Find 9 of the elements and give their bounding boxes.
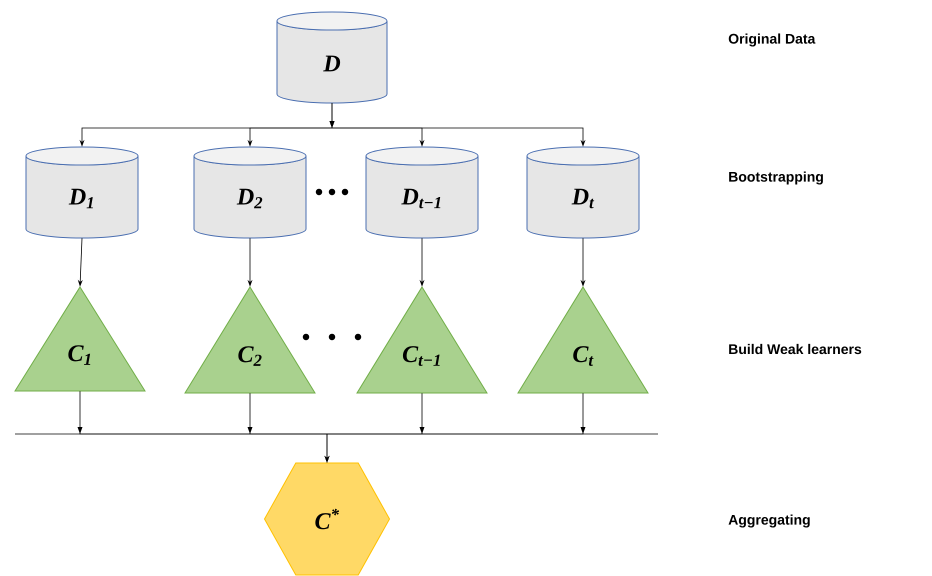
stage-label: Bootstrapping xyxy=(729,171,823,185)
database-cylinder: D$_{t−1}$ xyxy=(366,146,478,238)
stage-label: Aggregating xyxy=(728,514,810,528)
database-cylinder: D$_{1}$ xyxy=(26,146,138,238)
database-cylinder: D$_{2}$ xyxy=(194,146,306,238)
stage-label: Build Weak learners xyxy=(729,344,862,354)
database-cylinder: D xyxy=(276,12,388,104)
database-cylinder: D$_{t}$ xyxy=(526,146,640,238)
stage-label: Original Data xyxy=(728,33,816,47)
